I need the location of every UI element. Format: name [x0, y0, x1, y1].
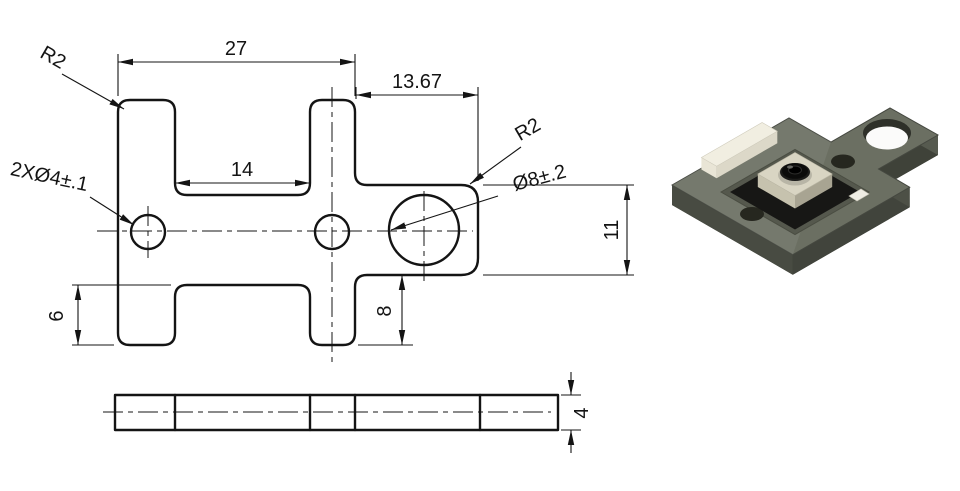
dim-slot-width-label: 14 [231, 159, 253, 181]
iso-view [670, 107, 940, 275]
dim-overall-width-label: 27 [225, 38, 247, 60]
dim-thickness-label: 4 [571, 407, 593, 418]
note-large-hole-label: Ø8±.2 [510, 161, 568, 196]
ribbon-connector-top [700, 122, 778, 167]
camera-housing-side-sw [757, 174, 795, 209]
plate-side-se [792, 187, 910, 275]
dim-slot-width: 14 [175, 159, 310, 187]
hole-small-middle [313, 213, 351, 251]
note-fillet-left: R2 [36, 42, 125, 110]
front-view: 27 13.67 14 11 8 [8, 38, 634, 364]
lens-highlight [787, 165, 793, 169]
dim-hole-edge-offset: 8 [358, 275, 413, 346]
dim-ear-height-label: 11 [601, 220, 623, 241]
dim-leg-extension-label: 6 [46, 310, 68, 321]
note-fillet-left-label: R2 [36, 42, 69, 74]
screw-hole-left [740, 207, 764, 221]
centerlines [97, 87, 473, 364]
ribbon-connector-end [701, 157, 717, 179]
note-fillet-right-label: R2 [511, 114, 544, 146]
dim-ear-height: 11 [483, 184, 634, 276]
camera-housing-side-se [795, 174, 833, 209]
dim-overall-width: 27 [117, 38, 356, 96]
screw-hole-right [831, 154, 855, 169]
dim-ear-width: 13.67 [355, 71, 479, 181]
part-outline [116, 98, 480, 347]
side-view: 4 [103, 372, 593, 453]
note-small-holes-label: 2XØ4±.1 [8, 158, 90, 196]
dim-thickness: 4 [561, 372, 593, 453]
ear-hole-opening [866, 126, 908, 150]
side-view-outline [113, 393, 560, 432]
dim-leg-extension: 6 [46, 284, 171, 346]
board-connector [848, 188, 870, 202]
dim-hole-edge-offset-label: 8 [374, 305, 396, 316]
ear-side-bottom [878, 135, 938, 189]
note-small-holes: 2XØ4±.1 [8, 158, 135, 226]
dim-ear-width-label: 13.67 [392, 71, 442, 93]
ribbon-connector-side [716, 131, 778, 179]
plate-side-sw [672, 185, 793, 275]
